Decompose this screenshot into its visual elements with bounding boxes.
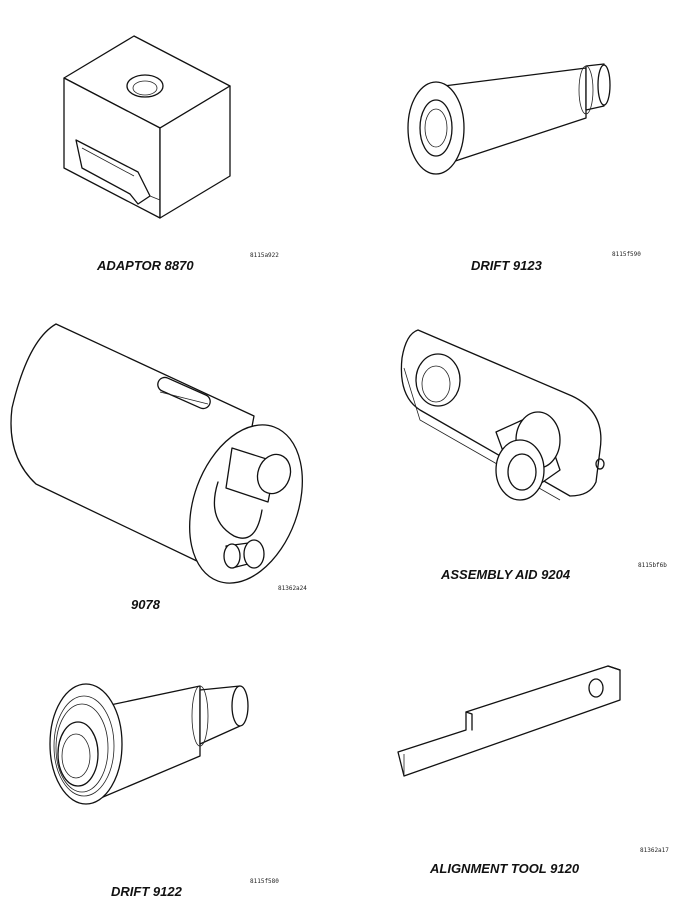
assembly-aid-9204-drawing: [400, 329, 605, 501]
figure-code-assembly-aid-9204: 8115bf6b: [638, 562, 667, 569]
alignment-tool-9120-drawing: [397, 665, 621, 777]
caption-9078: 9078: [131, 597, 161, 612]
figure-code-adaptor-8870: 8115a922: [250, 252, 279, 259]
figure-code-drift-9122: 8115f580: [250, 878, 279, 885]
caption-assembly-aid-9204: ASSEMBLY AID 9204: [440, 567, 571, 582]
caption-adaptor-8870: ADAPTOR 8870: [96, 258, 194, 273]
figure-code-alignment-tool-9120: 81362a17: [640, 847, 669, 854]
caption-drift-9123: DRIFT 9123: [471, 258, 543, 273]
figure-code-9078: 81362a24: [278, 585, 307, 592]
figure-code-drift-9123: 8115f590: [612, 251, 641, 258]
caption-alignment-tool-9120: ALIGNMENT TOOL 9120: [429, 861, 580, 876]
tool-9078-drawing: [10, 323, 303, 584]
adaptor-8870-drawing: [63, 35, 231, 219]
drift-9123-drawing: [407, 63, 611, 175]
drift-9122-drawing: [49, 683, 249, 805]
caption-drift-9122: DRIFT 9122: [111, 884, 183, 899]
